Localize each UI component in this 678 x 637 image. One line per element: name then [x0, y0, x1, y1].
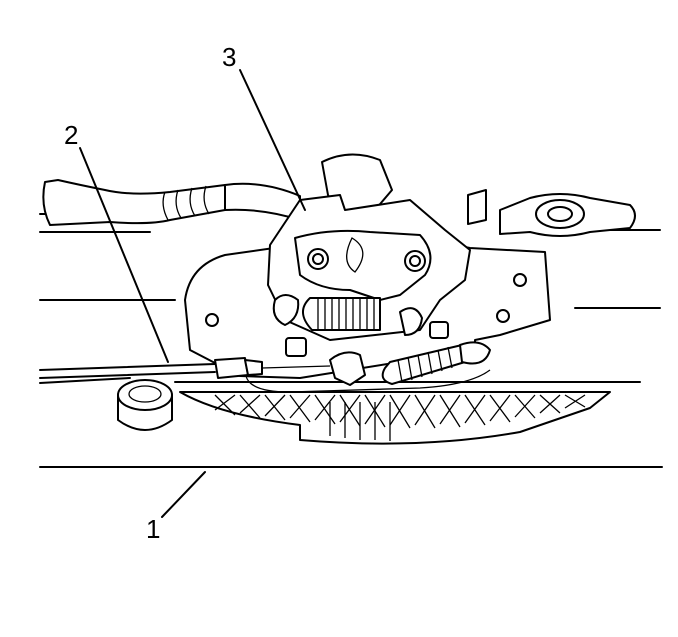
leader-line-2 [79, 147, 169, 363]
grille-mesh [179, 391, 611, 445]
leader-line-1 [161, 471, 206, 518]
hood-latch-assembly [184, 153, 551, 393]
callout-3: 3 [222, 42, 236, 72]
callout-2: 2 [64, 120, 78, 150]
leader-line-3 [239, 69, 306, 211]
hose [42, 179, 301, 226]
callout-1: 1 [146, 514, 160, 544]
release-cable [39, 363, 216, 379]
leader-lines [79, 69, 306, 518]
right-bracket [467, 189, 636, 237]
hood-bumper [117, 379, 173, 431]
